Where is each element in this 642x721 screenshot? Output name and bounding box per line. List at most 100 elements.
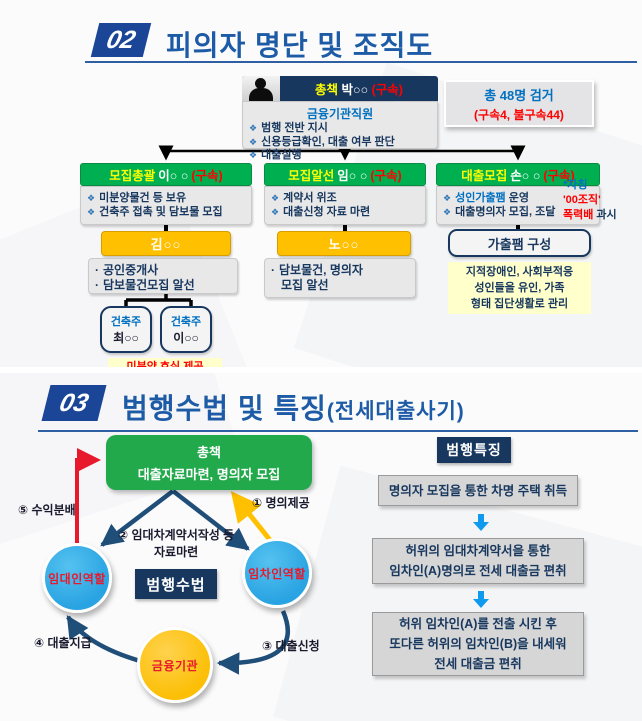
step-line: 허위의 임대차계약서을 통한: [405, 544, 551, 558]
slide-crime-method: 03 범행수법 및 특징(전세대출사기) 총책 대출자료마련, 명의자 모집 ⑤…: [0, 373, 642, 721]
leader-status: (구속): [371, 83, 403, 97]
builder-connector: [124, 294, 193, 306]
slide-title: 피의자 명단 및 조직도: [166, 30, 434, 61]
diamond-bullet-icon: ❖: [271, 206, 280, 217]
branch-role: 대출모집: [461, 169, 508, 183]
branch-name: 임○ ○: [337, 169, 368, 183]
leader-node: 총책 대출자료마련, 명의자 모집: [106, 435, 312, 490]
slide-number-badge: 02: [90, 23, 152, 57]
profit-share-arrow: [75, 448, 101, 543]
no-bullet: 담보물건, 명의자: [279, 263, 363, 277]
kim-bullet: 공인중개사: [103, 263, 159, 277]
unit-provide-note: 미분양 호실 제공: [108, 358, 222, 367]
label-name-provide: ① 명의제공: [252, 496, 310, 510]
title-underline: [85, 61, 637, 63]
arrest-detail: (구속4, 불구속44): [474, 107, 564, 122]
feature-step-1: 명의자 모집을 통한 차명 주택 취득: [378, 475, 578, 506]
diamond-bullet-icon: ❖: [87, 193, 96, 203]
branch-recruit-header: 모집총괄 이○ ○ (구속): [80, 163, 252, 186]
landlord-node: 임대인역할: [42, 543, 112, 613]
dot-bullet-icon: ·: [95, 263, 99, 277]
agent-kim-detail: · 공인중개사 · 담보물건모집 알선: [88, 258, 238, 294]
branch-recruit-detail: ❖미분양물건 등 보유 ❖건축주 접촉 및 담보물 모집: [80, 186, 252, 225]
person-icon: [242, 76, 280, 101]
builder-label: 건축주: [110, 316, 142, 328]
builder-label: 건축주: [170, 316, 202, 328]
agent-no-detail: · 담보물건, 명의자 모집 알선: [264, 258, 416, 298]
kim-bullet: 담보물건모집 알선: [103, 278, 195, 292]
tenant-node: 임차인역할: [242, 538, 312, 608]
branch-bullet: 대출신청 자료 마련: [283, 205, 371, 218]
leader-subtitle: 금융기관직원: [306, 107, 374, 121]
branch-bullet: 대출명의자 모집, 조달: [455, 205, 556, 218]
arrest-summary-box: 총 48명 검거 (구속4, 불구속44): [444, 80, 594, 127]
branch-name: 이○ ○: [158, 169, 189, 183]
builder-lee-box: 건축주 이○○: [160, 306, 212, 353]
slide-title: 범행수법 및 특징(전세대출사기): [122, 393, 465, 424]
slide-number-badge: 03: [41, 385, 107, 421]
dot-bullet-icon: ·: [271, 263, 275, 277]
bank-node: 금융기관: [137, 627, 213, 703]
diamond-bullet-icon: ❖: [249, 150, 258, 160]
label-contract: ② 임대차계약서작성 등 자료마련: [118, 528, 235, 559]
slide-number: 03: [56, 388, 92, 417]
note-line: *자칭: [563, 179, 588, 191]
slide-title-suffix: (전세대출사기): [326, 400, 465, 423]
care-note-line: 성인들을 유인, 가족: [474, 282, 565, 294]
runaway-group-box: 가출팸 구성: [448, 229, 591, 257]
note-line: '00조직': [563, 194, 601, 206]
agent-kim-box: 김○○: [101, 231, 231, 256]
branch-status: (구속): [370, 169, 402, 183]
slide-number: 02: [103, 25, 139, 54]
note-line: 폭력배 과시: [563, 209, 617, 221]
label-loan-apply: ③ 대출신청: [262, 639, 320, 653]
branch-status: (구속): [543, 169, 575, 183]
step-line: 임차인(A)명의로 전세 대출금 편취: [389, 564, 567, 578]
branch-role: 모집총괄: [109, 169, 156, 183]
leader-bullet: 범행 전반 지시: [261, 122, 328, 134]
leader-bullet: 대출실행: [261, 149, 302, 161]
step-line: 전세 대출금 편취: [434, 657, 522, 671]
branch-name: 손○ ○: [510, 169, 541, 183]
feature-step-3: 허위 임차인(A)를 전출 시킨 후 또다른 허위의 임차인(B)을 내세워 전…: [372, 612, 584, 676]
branch-status: (구속): [191, 169, 223, 183]
leader-header: 총책 박○○ (구속): [242, 76, 438, 101]
diamond-bullet-icon: ❖: [249, 136, 258, 147]
victim-control-note: 지적장애인, 사회부적응 성인들을 유인, 가족 형태 집단생활로 관리: [448, 262, 591, 314]
builder-name: 최○○: [113, 331, 139, 345]
step-line: 허위 임차인(A)를 전출 시킨 후: [399, 617, 557, 631]
step-line: 명의자 모집을 통한 차명 주택 취득: [388, 483, 568, 498]
leader-role: 총책: [315, 83, 339, 97]
leader-bullet: 신용등급확인, 대출 여부 판단: [261, 135, 395, 148]
diamond-bullet-icon: ❖: [443, 206, 452, 217]
no-bullet: 모집 알선: [281, 278, 329, 292]
slide-suspect-orgchart: 02 피의자 명단 및 조직도 총책 박○○: [80, 23, 637, 367]
leader-detail-box: 금융기관직원 ❖범행 전반 지시 ❖신용등급확인, 대출 여부 판단 ❖대출실행: [242, 101, 438, 161]
diamond-bullet-icon: ❖: [87, 206, 96, 217]
branch-role: 모집알선: [288, 169, 335, 183]
label-loan-payout: ④ 대출지급: [34, 636, 92, 650]
arrest-total: 총 48명 검거: [484, 87, 554, 103]
leader-name: 박○○: [341, 83, 369, 97]
builder-choi-box: 건축주 최○○: [100, 306, 152, 353]
feature-step-2: 허위의 임대차계약서을 통한 임차인(A)명의로 전세 대출금 편취: [372, 538, 584, 584]
title-underline: [38, 430, 638, 432]
agent-no-box: 노○○: [277, 231, 411, 256]
leader-node-title: 총책: [197, 445, 221, 460]
gang-claim-note: *자칭 '00조직' 폭력배 과시: [563, 178, 617, 223]
care-note-line: 형태 집단생활로 관리: [470, 298, 569, 310]
leader-node-subtitle: 대출자료마련, 명의자 모집: [137, 467, 281, 482]
builder-name: 이○○: [173, 331, 199, 345]
branch-bullet: 미분양물건 등 보유: [99, 192, 187, 204]
leader-header-text: 총책 박○○ (구속): [280, 79, 438, 98]
dot-bullet-icon: ·: [95, 278, 99, 292]
label-profit-share: ⑤ 수익분배: [18, 503, 76, 517]
branch-bullet: 계약서 위조: [283, 192, 337, 204]
features-badge: 범행특징: [437, 437, 511, 463]
branch-loan-header: 대출모집 손○ ○ (구속): [436, 163, 600, 186]
step-line: 또다른 허위의 임차인(B)을 내세워: [389, 637, 567, 651]
diamond-bullet-icon: ❖: [271, 193, 280, 203]
method-badge: 범행수법: [135, 569, 217, 599]
branch-bullet: 건축주 접촉 및 담보물 모집: [99, 205, 223, 218]
